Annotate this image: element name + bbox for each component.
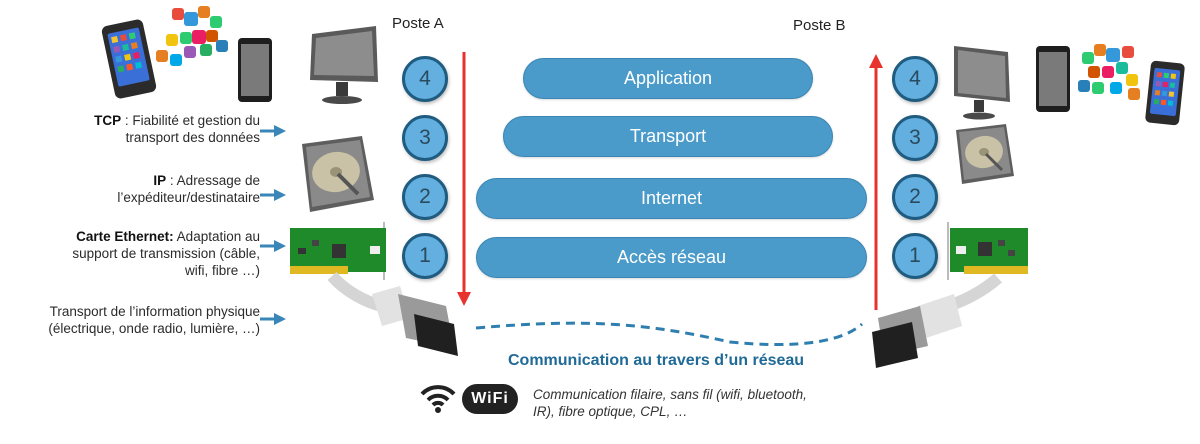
- layer-bar-application: Application: [523, 58, 813, 99]
- downward-flow-arrow: [457, 52, 471, 306]
- network-communication-title: Communication au travers d’un réseau: [508, 352, 805, 369]
- layer-name: Internet: [640, 188, 703, 208]
- arrow-right-icon: [260, 189, 286, 201]
- layer-number-badge: 4: [402, 56, 448, 102]
- arrow-right-icon: [260, 125, 286, 137]
- smartphone-icon: [1145, 60, 1185, 126]
- left-devices-illustration: [101, 6, 378, 104]
- arrow-right-icon: [260, 240, 286, 252]
- tcp-annotation-title: TCP: [94, 113, 122, 128]
- physical-annotation-line2: (électrique, onde radio, lumière, …): [48, 321, 260, 336]
- layer-number-badge: 4: [892, 56, 938, 102]
- layer-name: Application: [623, 68, 713, 88]
- tablet-icon: [238, 38, 272, 102]
- description-line2: IR), fibre optique, CPL, …: [533, 404, 688, 419]
- description-line1: Communication filaire, sans fil (wifi, b…: [533, 387, 807, 402]
- host-b-label: Poste B: [793, 17, 846, 34]
- network-communication-description: Communication filaire, sans fil (wifi, b…: [533, 386, 807, 420]
- network-link-dashed-curve: [475, 321, 864, 347]
- smartphone-icon: [101, 19, 157, 99]
- monitor-icon: [310, 26, 378, 104]
- layer-number-badge: 3: [892, 115, 938, 161]
- tcp-annotation: TCP : Fiabilité et gestion du transport …: [94, 112, 260, 146]
- rj45-connector-icon: [872, 273, 1002, 368]
- layer-bar-internet: Internet: [476, 178, 867, 219]
- wifi-logo-text: WiFi: [471, 390, 509, 407]
- ethernet-annotation-line2: support de transmission (câble,: [72, 246, 260, 261]
- tablet-icon: [1036, 46, 1070, 112]
- physical-annotation-line1: Transport de l’information physique: [49, 304, 260, 319]
- layer-number-badge: 2: [892, 174, 938, 220]
- tcp-annotation-line1: : Fiabilité et gestion du: [121, 113, 260, 128]
- layer-name: Transport: [629, 126, 707, 146]
- wifi-logo-badge: WiFi: [462, 384, 518, 414]
- ethernet-annotation-line1: Adaptation au: [173, 229, 260, 244]
- ip-annotation-line2: l’expéditeur/destinataire: [117, 190, 260, 205]
- layer-bar-transport: Transport: [503, 116, 833, 157]
- physical-transport-annotation: Transport de l’information physique (éle…: [48, 303, 260, 337]
- wifi-icon: [420, 385, 456, 413]
- layer-bar-network-access: Accès réseau: [476, 237, 867, 278]
- network-card-icon: [947, 222, 1028, 280]
- hard-drive-icon: [302, 136, 374, 212]
- ip-annotation-line1: : Adressage de: [166, 173, 260, 188]
- right-devices-illustration: [954, 44, 1185, 126]
- ethernet-annotation-title: Carte Ethernet:: [76, 229, 174, 244]
- right-network-card-and-cable: [872, 222, 1028, 368]
- ethernet-card-annotation: Carte Ethernet: Adaptation au support de…: [72, 228, 260, 279]
- tcp-annotation-line2: transport des données: [125, 130, 260, 145]
- arrow-right-icon: [260, 313, 286, 325]
- rj45-connector-icon: [327, 271, 458, 356]
- layer-name: Accès réseau: [616, 247, 727, 267]
- layer-number-badge: 1: [892, 233, 938, 279]
- app-icons-cloud: [1078, 44, 1140, 100]
- monitor-icon: [954, 46, 1010, 120]
- ethernet-annotation-line3: wifi, fibre …): [184, 263, 260, 278]
- layer-number-badge: 3: [402, 115, 448, 161]
- ip-annotation: IP : Adressage de l’expéditeur/destinata…: [117, 172, 260, 206]
- layer-number-badge: 1: [402, 233, 448, 279]
- network-card-icon: [290, 222, 386, 280]
- upward-flow-arrow: [869, 54, 883, 310]
- left-network-card-and-cable: [290, 222, 458, 356]
- layer-number-badge: 2: [402, 174, 448, 220]
- host-a-label: Poste A: [392, 15, 444, 32]
- ip-annotation-title: IP: [153, 173, 167, 188]
- app-icons-cloud: [156, 6, 228, 66]
- hard-drive-icon: [956, 124, 1014, 184]
